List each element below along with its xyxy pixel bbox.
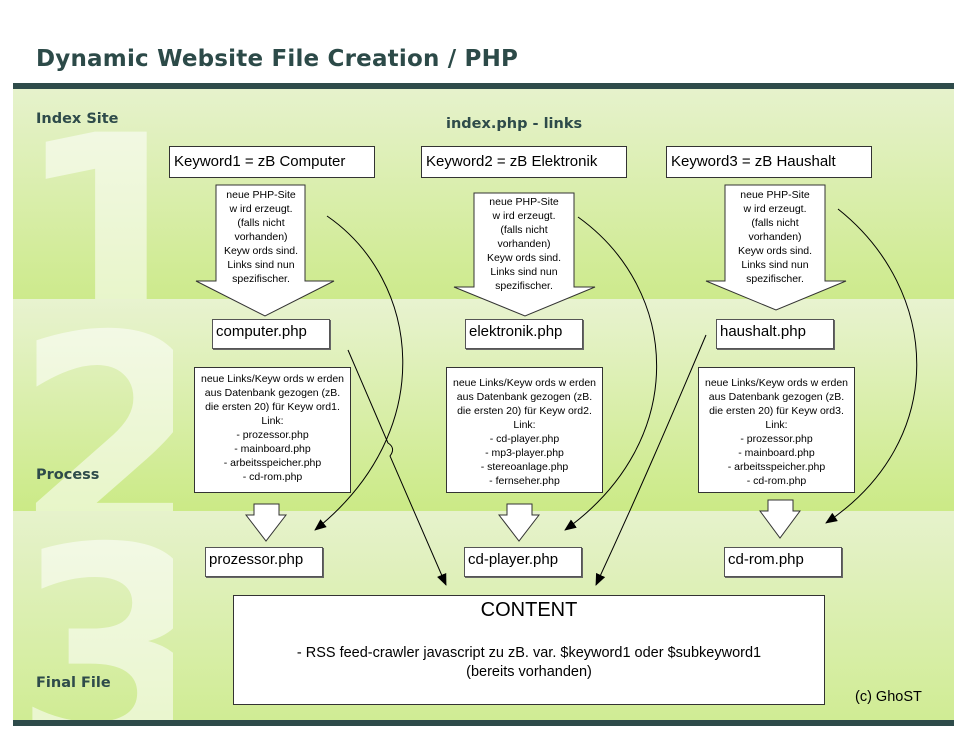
- final-page-box-3: cd-rom.php: [724, 547, 842, 577]
- keyword-box-2: Keyword2 = zB Elektronik: [421, 146, 627, 178]
- step-number-2: 2: [13, 299, 173, 511]
- bottom-divider: [13, 720, 954, 726]
- block-arrow-1: [195, 184, 335, 317]
- curve-connector-3: [825, 208, 918, 524]
- index-links-heading: index.php - links: [446, 116, 583, 132]
- block-arrow-3: [705, 184, 847, 311]
- curve-connector-1: [314, 215, 404, 531]
- page-box-haushalt: haushalt.php: [716, 319, 834, 349]
- curve-connector-2: [564, 216, 657, 531]
- keyword-box-1: Keyword1 = zB Computer: [169, 146, 375, 178]
- small-arrow-3: [759, 499, 801, 539]
- small-arrow-1: [244, 503, 288, 542]
- final-page-box-2: cd-player.php: [464, 547, 582, 577]
- content-description: - RSS feed-crawler javascript zu zB. var…: [296, 645, 762, 680]
- page-box-elektronik: elektronik.php: [465, 319, 583, 349]
- section-label-index-site: Index Site: [36, 111, 119, 127]
- copyright-text: (c) GhoST: [855, 689, 922, 705]
- final-page-box-1: prozessor.php: [205, 547, 323, 577]
- keyword-box-3: Keyword3 = zB Haushalt: [666, 146, 872, 178]
- step-number-3: 3: [13, 511, 173, 720]
- line-computer-to-content: [347, 349, 447, 586]
- small-arrow-2: [497, 503, 541, 542]
- line-haushalt-to-content: [595, 334, 707, 586]
- section-label-final-file: Final File: [36, 675, 111, 691]
- page-box-computer: computer.php: [212, 319, 330, 349]
- content-title: CONTENT: [480, 599, 578, 621]
- step-number-1: 1: [13, 89, 173, 300]
- section-label-process: Process: [36, 467, 100, 483]
- content-box: CONTENT - RSS feed-crawler javascript zu…: [233, 595, 825, 705]
- top-divider: [13, 83, 954, 89]
- block-arrow-2: [453, 192, 596, 317]
- page-title: Dynamic Website File Creation / PHP: [36, 46, 519, 72]
